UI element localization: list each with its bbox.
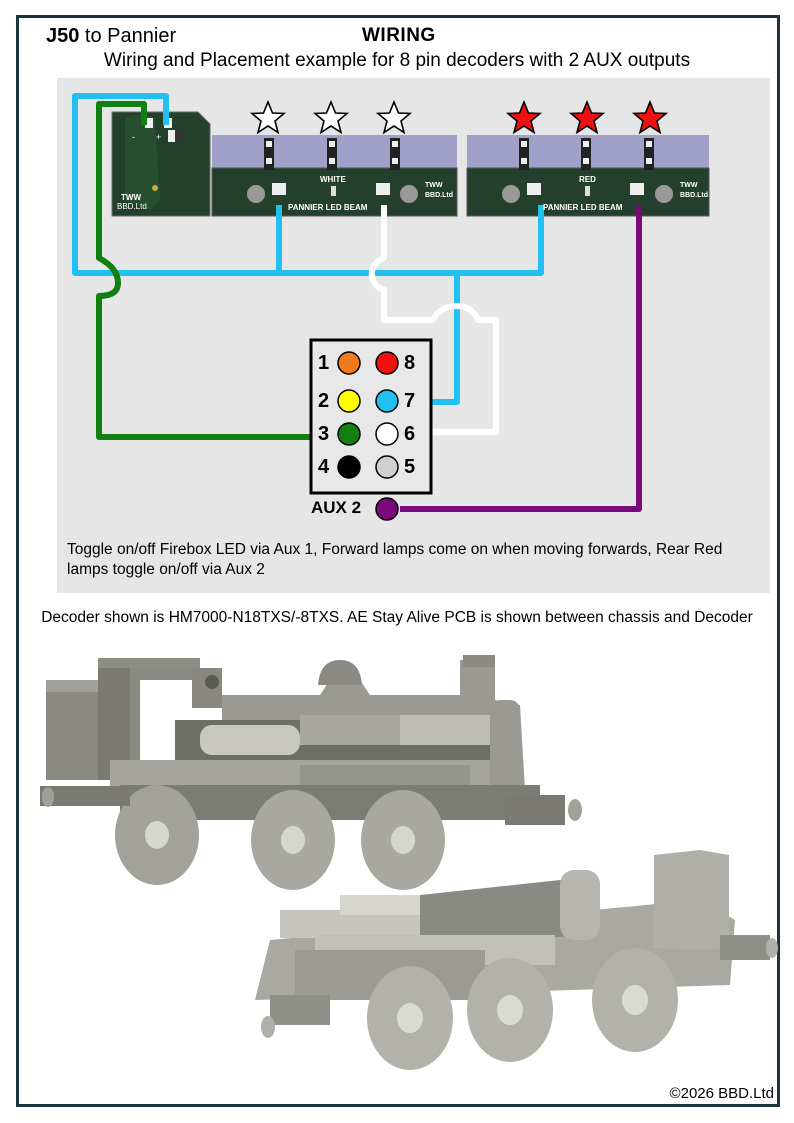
white-beam-label: PANNIER LED BEAM [288,203,368,212]
white-wire [368,205,499,435]
loco-body-cutaway [46,655,525,800]
pin-7-dot [375,389,399,413]
pin-number-3: 3 [318,423,330,445]
white-beam-brand-2: BBD.Ltd [425,192,453,199]
red-beam-label: PANNIER LED BEAM [543,203,623,212]
note-text: Toggle on/off Firebox LED via Aux 1, For… [67,541,723,578]
white-beam-color-label: WHITE [320,175,346,184]
pin-4-dot [337,455,361,479]
aux2-label: AUX 2 [311,498,362,517]
svg-text:-: - [132,132,135,142]
green-wire [96,101,311,440]
red-led-beam [466,135,710,217]
aux2-dot [375,497,399,521]
pin-number-4: 4 [318,456,330,478]
pin-1-dot [337,351,361,375]
svg-text:+: + [156,132,161,142]
red-beam-brand-2: BBD.Ltd [680,192,708,199]
pin-number-6: 6 [404,423,416,445]
purple-wire [400,205,642,512]
decoder-text: Decoder shown is HM7000-N18TXS/-8TXS. AE… [41,609,753,626]
page-frame [16,15,780,1107]
decoder-socket [309,338,433,495]
pin-number-7: 7 [404,390,416,412]
pin-3-dot [337,422,361,446]
red-beam-color-label: RED [579,175,596,184]
white-star-icon [249,99,413,135]
blue-wire [72,93,544,405]
white-led-beam [211,135,458,217]
pin-number-2: 2 [318,390,330,412]
red-beam-brand-1: TWW [680,182,698,189]
stay-alive-brand-1: TWW [121,193,141,202]
pin-number-5: 5 [404,456,416,478]
page-title: J50 to Pannier [46,25,177,47]
stay-alive-pcb: - + [111,111,211,217]
wiring-diagram: - + [72,93,710,521]
pin-5-dot [375,455,399,479]
chassis-bottom [255,850,778,1070]
white-beam-brand-1: TWW [425,182,443,189]
pin-8-dot [375,351,399,375]
subtitle: Wiring and Placement example for 8 pin d… [103,50,691,71]
pin-number-1: 1 [318,352,330,374]
stay-alive-brand-2: BBD.Ltd [117,202,147,211]
red-star-icon [505,99,669,135]
pin-6-dot [375,422,399,446]
section-title: WIRING [362,25,436,46]
pin-2-dot [337,389,361,413]
pin-number-8: 8 [404,352,416,374]
copyright: ©2026 BBD.Ltd [669,1085,774,1102]
loco-wheels-top [40,785,582,890]
